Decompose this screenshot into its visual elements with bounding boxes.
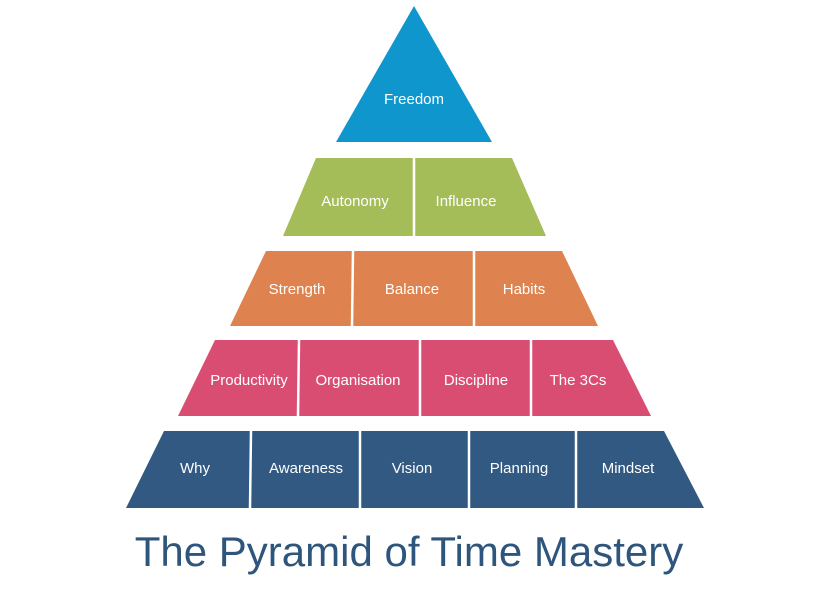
tier-5-divider-1 [248, 430, 253, 509]
tier-1-band [336, 6, 492, 142]
pyramid-block-label: Mindset [602, 460, 655, 477]
pyramid-block-label: Organisation [315, 372, 400, 389]
pyramid-block-label: Planning [490, 460, 548, 477]
pyramid-tier-4: Productivity Organisation Discipline The 3C… [178, 339, 651, 417]
pyramid-tier-5: Why Awareness Vision Planning Mindset [126, 430, 704, 509]
tier-3-divider-1 [350, 250, 355, 327]
pyramid-block-label: Influence [436, 193, 497, 210]
pyramid-block-label: Why [180, 460, 211, 477]
tier-4-divider-1 [296, 339, 301, 417]
tier-3-band [230, 251, 598, 326]
pyramid-tier-3: Strength Balance Habits [230, 250, 598, 327]
pyramid-block-label: Freedom [384, 91, 444, 108]
pyramid-block-label: Balance [385, 281, 439, 298]
pyramid-block-label: Productivity [210, 372, 288, 389]
tier-5-band [126, 431, 704, 508]
pyramid-block-label: Awareness [269, 460, 343, 477]
pyramid-block-label: Autonomy [321, 193, 389, 210]
pyramid-block-label: The 3Cs [550, 372, 607, 389]
pyramid-title: The Pyramid of Time Mastery [135, 528, 683, 575]
pyramid-block-label: Habits [503, 281, 546, 298]
pyramid-block-label: Discipline [444, 372, 508, 389]
pyramid-tier-1: Freedom [336, 6, 492, 142]
pyramid-block-label: Vision [392, 460, 433, 477]
pyramid-tier-2: Autonomy Influence [283, 158, 546, 236]
pyramid-block-label: Strength [269, 281, 326, 298]
tier-4-band [178, 340, 651, 416]
